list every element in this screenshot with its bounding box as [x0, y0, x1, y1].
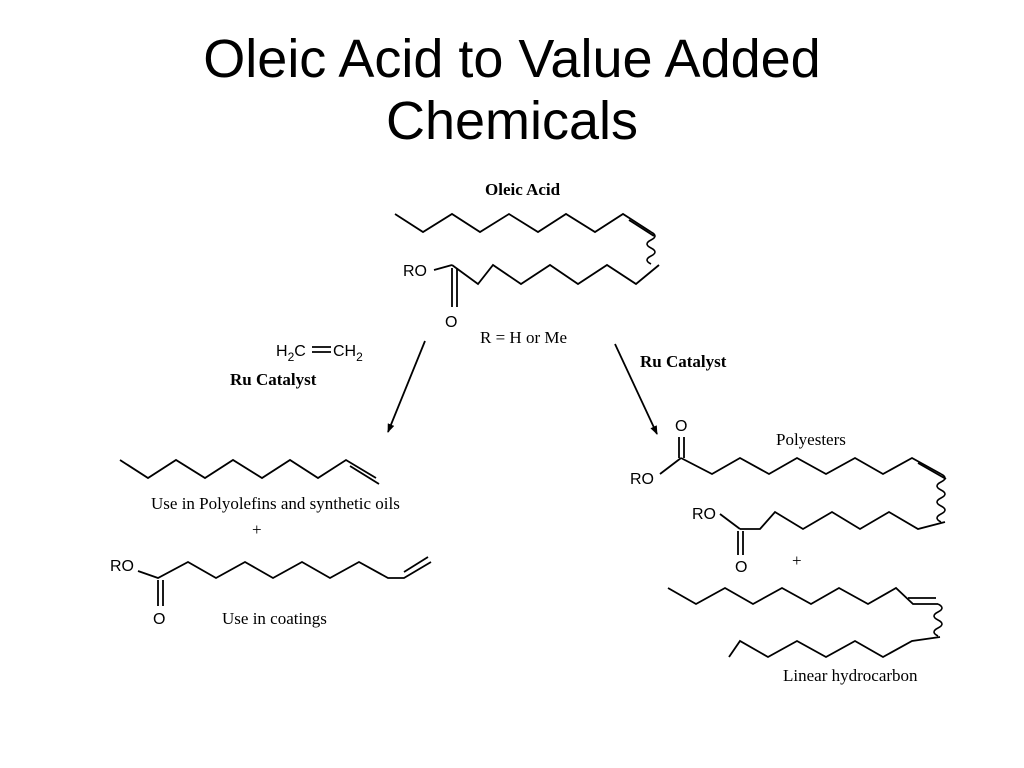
- diester-wavy-bond: [936, 473, 946, 523]
- slide-title: Oleic Acid to Value Added Chemicals: [0, 28, 1024, 152]
- terminal-alkene-double-bond: [349, 465, 380, 485]
- title-line-2: Chemicals: [385, 91, 639, 151]
- title-line-1: Oleic Acid to Value Added: [203, 29, 821, 89]
- r-definition-label: R = H or Me: [480, 328, 567, 347]
- diester-bottom-ester-bond: [719, 513, 741, 530]
- ethylene-formula-right: CH2: [333, 343, 363, 364]
- right-products: Polyesters O RO RO O + Linear hydrocarbo…: [630, 418, 947, 685]
- diester-top-ester-bond: [659, 457, 682, 475]
- ester-alkene-chain: [137, 560, 432, 580]
- left-ester-o-label: O: [153, 611, 165, 628]
- oleic-acid-alkyl-chain: [394, 212, 652, 234]
- diester-top-chain: [680, 456, 942, 476]
- left-reaction-arrow: [387, 340, 426, 433]
- oleic-acid-wavy-bond: [646, 231, 656, 265]
- diester-double-bond: [917, 462, 947, 480]
- right-catalyst-label: Ru Catalyst: [640, 352, 727, 371]
- diester-bottom-chain: [740, 510, 946, 531]
- diester-bottom-ro-label: RO: [692, 506, 716, 523]
- ethylene-h-left: H: [276, 343, 288, 360]
- left-reaction: H2C CH2 Ru Catalyst: [230, 340, 426, 433]
- ethylene-sub-right: 2: [356, 350, 363, 364]
- diester-top-ro-label: RO: [630, 471, 654, 488]
- polyesters-label: Polyesters: [776, 430, 846, 449]
- diester-top-o-label: O: [675, 418, 687, 435]
- ethylene-ch-right: CH: [333, 343, 356, 360]
- oleic-acid-acid-chain: [451, 263, 660, 286]
- left-catalyst-label: Ru Catalyst: [230, 370, 317, 389]
- oleic-acid-ro-label: RO: [403, 263, 427, 280]
- oleic-acid-ester-bond: [433, 264, 453, 271]
- ethylene-sub-left: 2: [288, 350, 295, 364]
- hydrocarbon-top-chain: [667, 586, 938, 606]
- oleic-acid-double-bond: [628, 219, 655, 237]
- diester-bottom-o-label: O: [735, 559, 747, 576]
- oleic-acid-structure: Oleic Acid RO O R = H or Me: [394, 180, 660, 347]
- hydrocarbon-wavy-bond: [933, 603, 943, 637]
- left-plus-sign: +: [252, 520, 262, 539]
- oleic-acid-label: Oleic Acid: [485, 180, 561, 199]
- ester-alkene-double-bond: [403, 556, 429, 573]
- hydrocarbon-bottom-chain: [728, 636, 941, 659]
- right-reaction-arrow: [614, 343, 658, 435]
- polyolefin-use-label: Use in Polyolefins and synthetic oils: [151, 494, 400, 513]
- left-products: Use in Polyolefins and synthetic oils + …: [110, 458, 432, 628]
- oleic-acid-o-label: O: [445, 314, 457, 331]
- coatings-use-label: Use in coatings: [222, 609, 327, 628]
- linear-hydrocarbon-label: Linear hydrocarbon: [783, 666, 918, 685]
- left-ester-ro-label: RO: [110, 558, 134, 575]
- terminal-alkene-chain: [119, 458, 377, 480]
- right-plus-sign: +: [792, 551, 802, 570]
- ethylene-c-left: C: [294, 343, 306, 360]
- right-reaction: Ru Catalyst: [614, 343, 727, 435]
- ethylene-formula: H2C: [276, 343, 306, 364]
